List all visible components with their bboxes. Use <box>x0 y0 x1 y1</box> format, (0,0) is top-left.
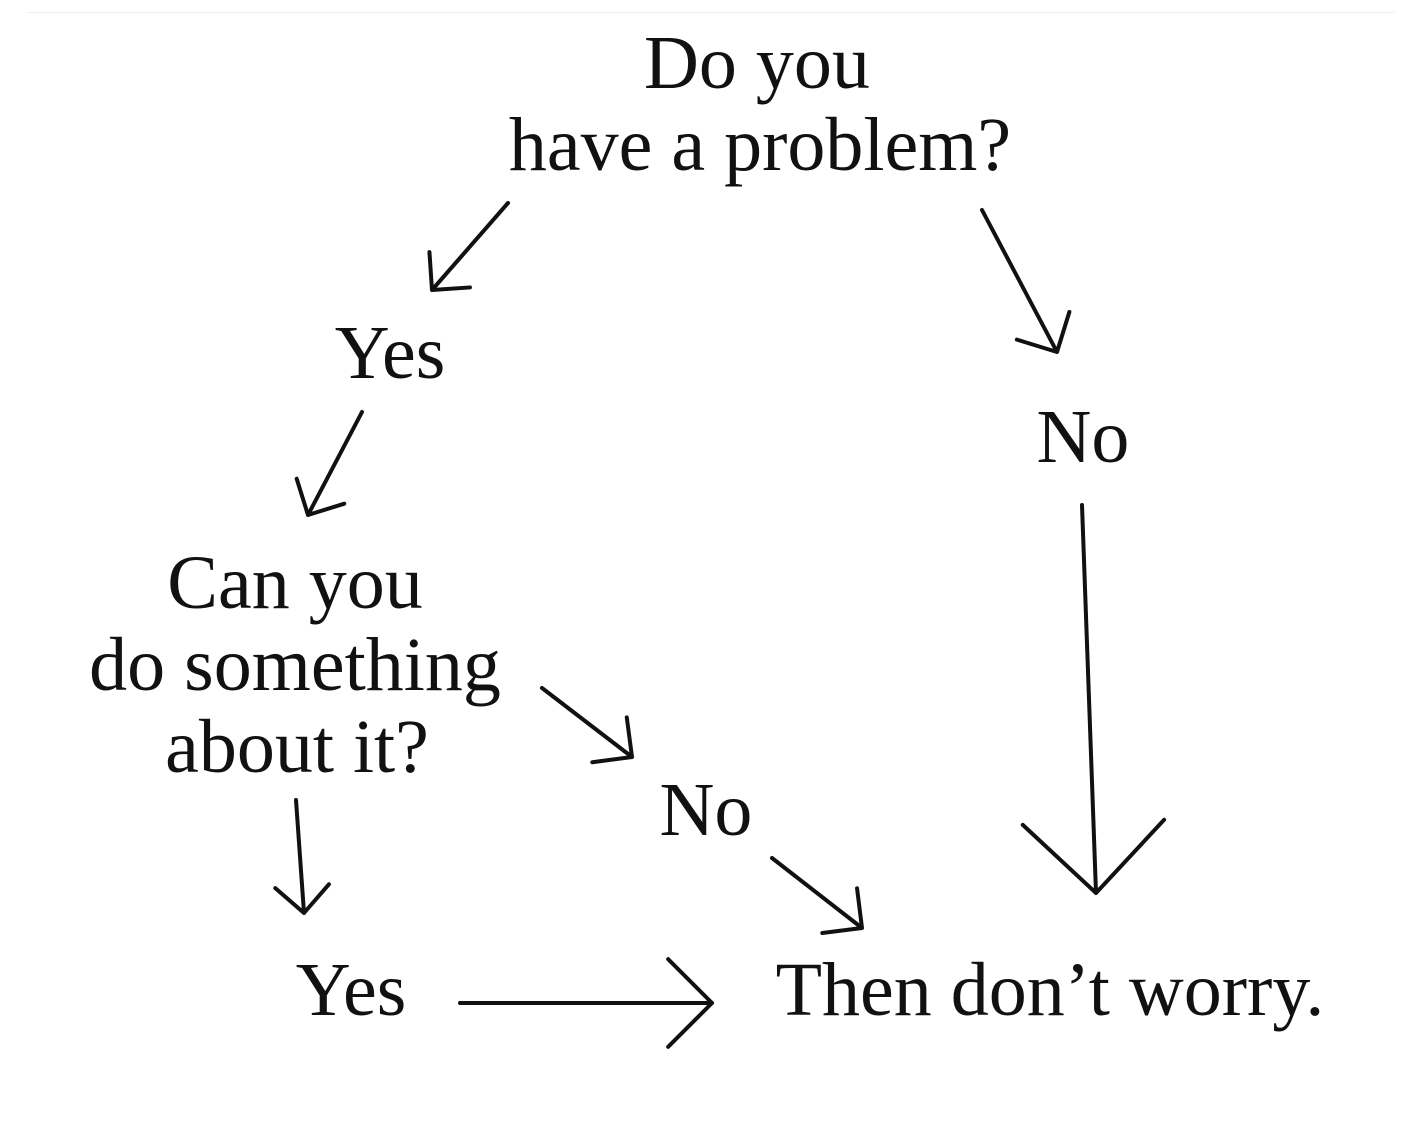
answer-no-1: No <box>1037 395 1130 479</box>
arrow-icon <box>427 201 510 292</box>
arrow-icon <box>1020 503 1167 895</box>
top-border <box>28 0 1394 13</box>
arrow-icon <box>458 957 714 1049</box>
question2-line3: about it? <box>165 705 429 789</box>
conclusion: Then don’t worry. <box>776 948 1325 1032</box>
question1-line1: Do you <box>644 21 870 105</box>
answer-yes-1: Yes <box>335 311 446 395</box>
arrow-icon <box>294 410 364 517</box>
question1-line2: have a problem? <box>509 103 1011 187</box>
arrow-icon <box>540 686 634 765</box>
arrow-icon <box>770 856 864 935</box>
answer-yes-2: Yes <box>296 948 407 1032</box>
question2-line1: Can you <box>167 541 422 625</box>
arrow-icon <box>273 798 331 915</box>
answer-no-2: No <box>660 768 753 852</box>
question2-line2: do something <box>89 623 501 707</box>
arrow-icon <box>980 208 1072 354</box>
